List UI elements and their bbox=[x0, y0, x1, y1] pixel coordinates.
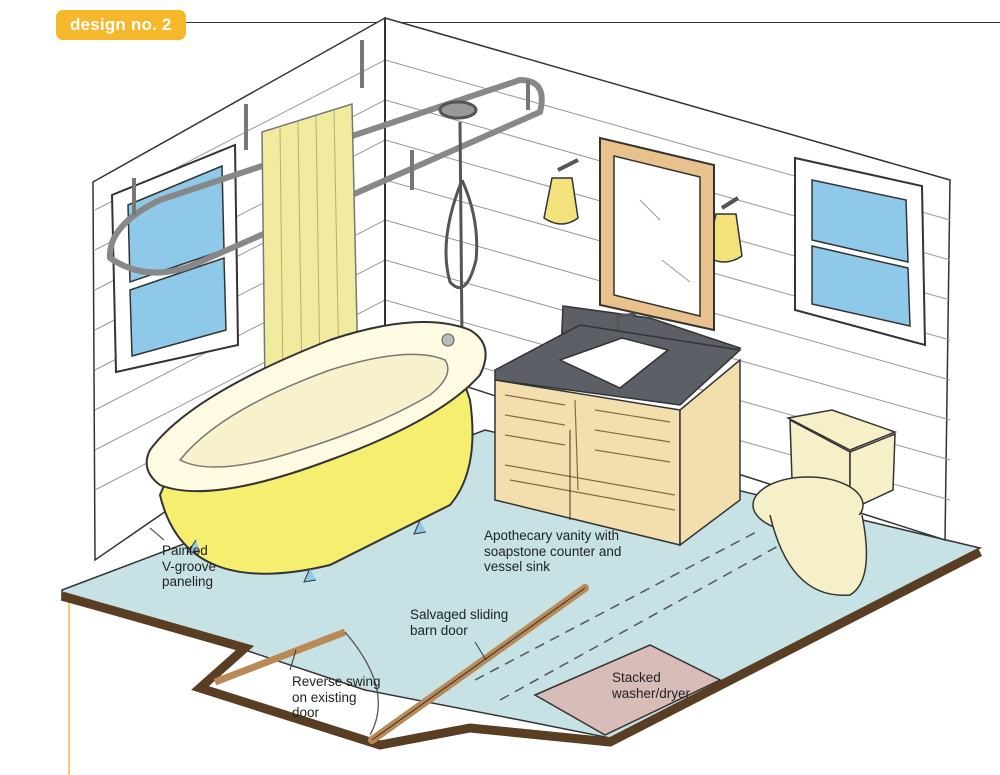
right-window bbox=[794, 156, 927, 347]
toilet bbox=[752, 409, 898, 596]
shower-rod bbox=[106, 76, 545, 276]
callout-barn-door: Salvaged sliding barn door bbox=[410, 607, 509, 638]
header-rule bbox=[186, 22, 1000, 23]
vanity bbox=[494, 305, 742, 547]
left-window bbox=[110, 143, 240, 374]
washer-dryer-pad bbox=[533, 644, 722, 736]
callout-washer-dryer: Stacked washer/dryer bbox=[612, 670, 691, 701]
mirror bbox=[599, 136, 715, 332]
page-margin-rule bbox=[68, 602, 70, 775]
callout-vanity: Apothecary vanity with soapstone counter… bbox=[484, 528, 622, 574]
door-swing-arc bbox=[344, 631, 379, 736]
floor-edge bbox=[60, 547, 983, 750]
clawfoot-tub bbox=[145, 321, 487, 583]
left-sconce bbox=[543, 158, 579, 225]
callout-reverse-swing: Reverse swing on existing door bbox=[292, 674, 381, 720]
barn-door-dashed-path bbox=[474, 529, 781, 701]
barn-door-track-outline bbox=[371, 587, 586, 741]
callout-paneling: Painted V-groove paneling bbox=[162, 543, 217, 589]
shower-head bbox=[438, 100, 479, 341]
design-number-badge: design no. 2 bbox=[56, 10, 186, 40]
callout-leaders bbox=[149, 430, 571, 671]
existing-door bbox=[213, 628, 347, 686]
curtain-folds bbox=[279, 109, 340, 387]
